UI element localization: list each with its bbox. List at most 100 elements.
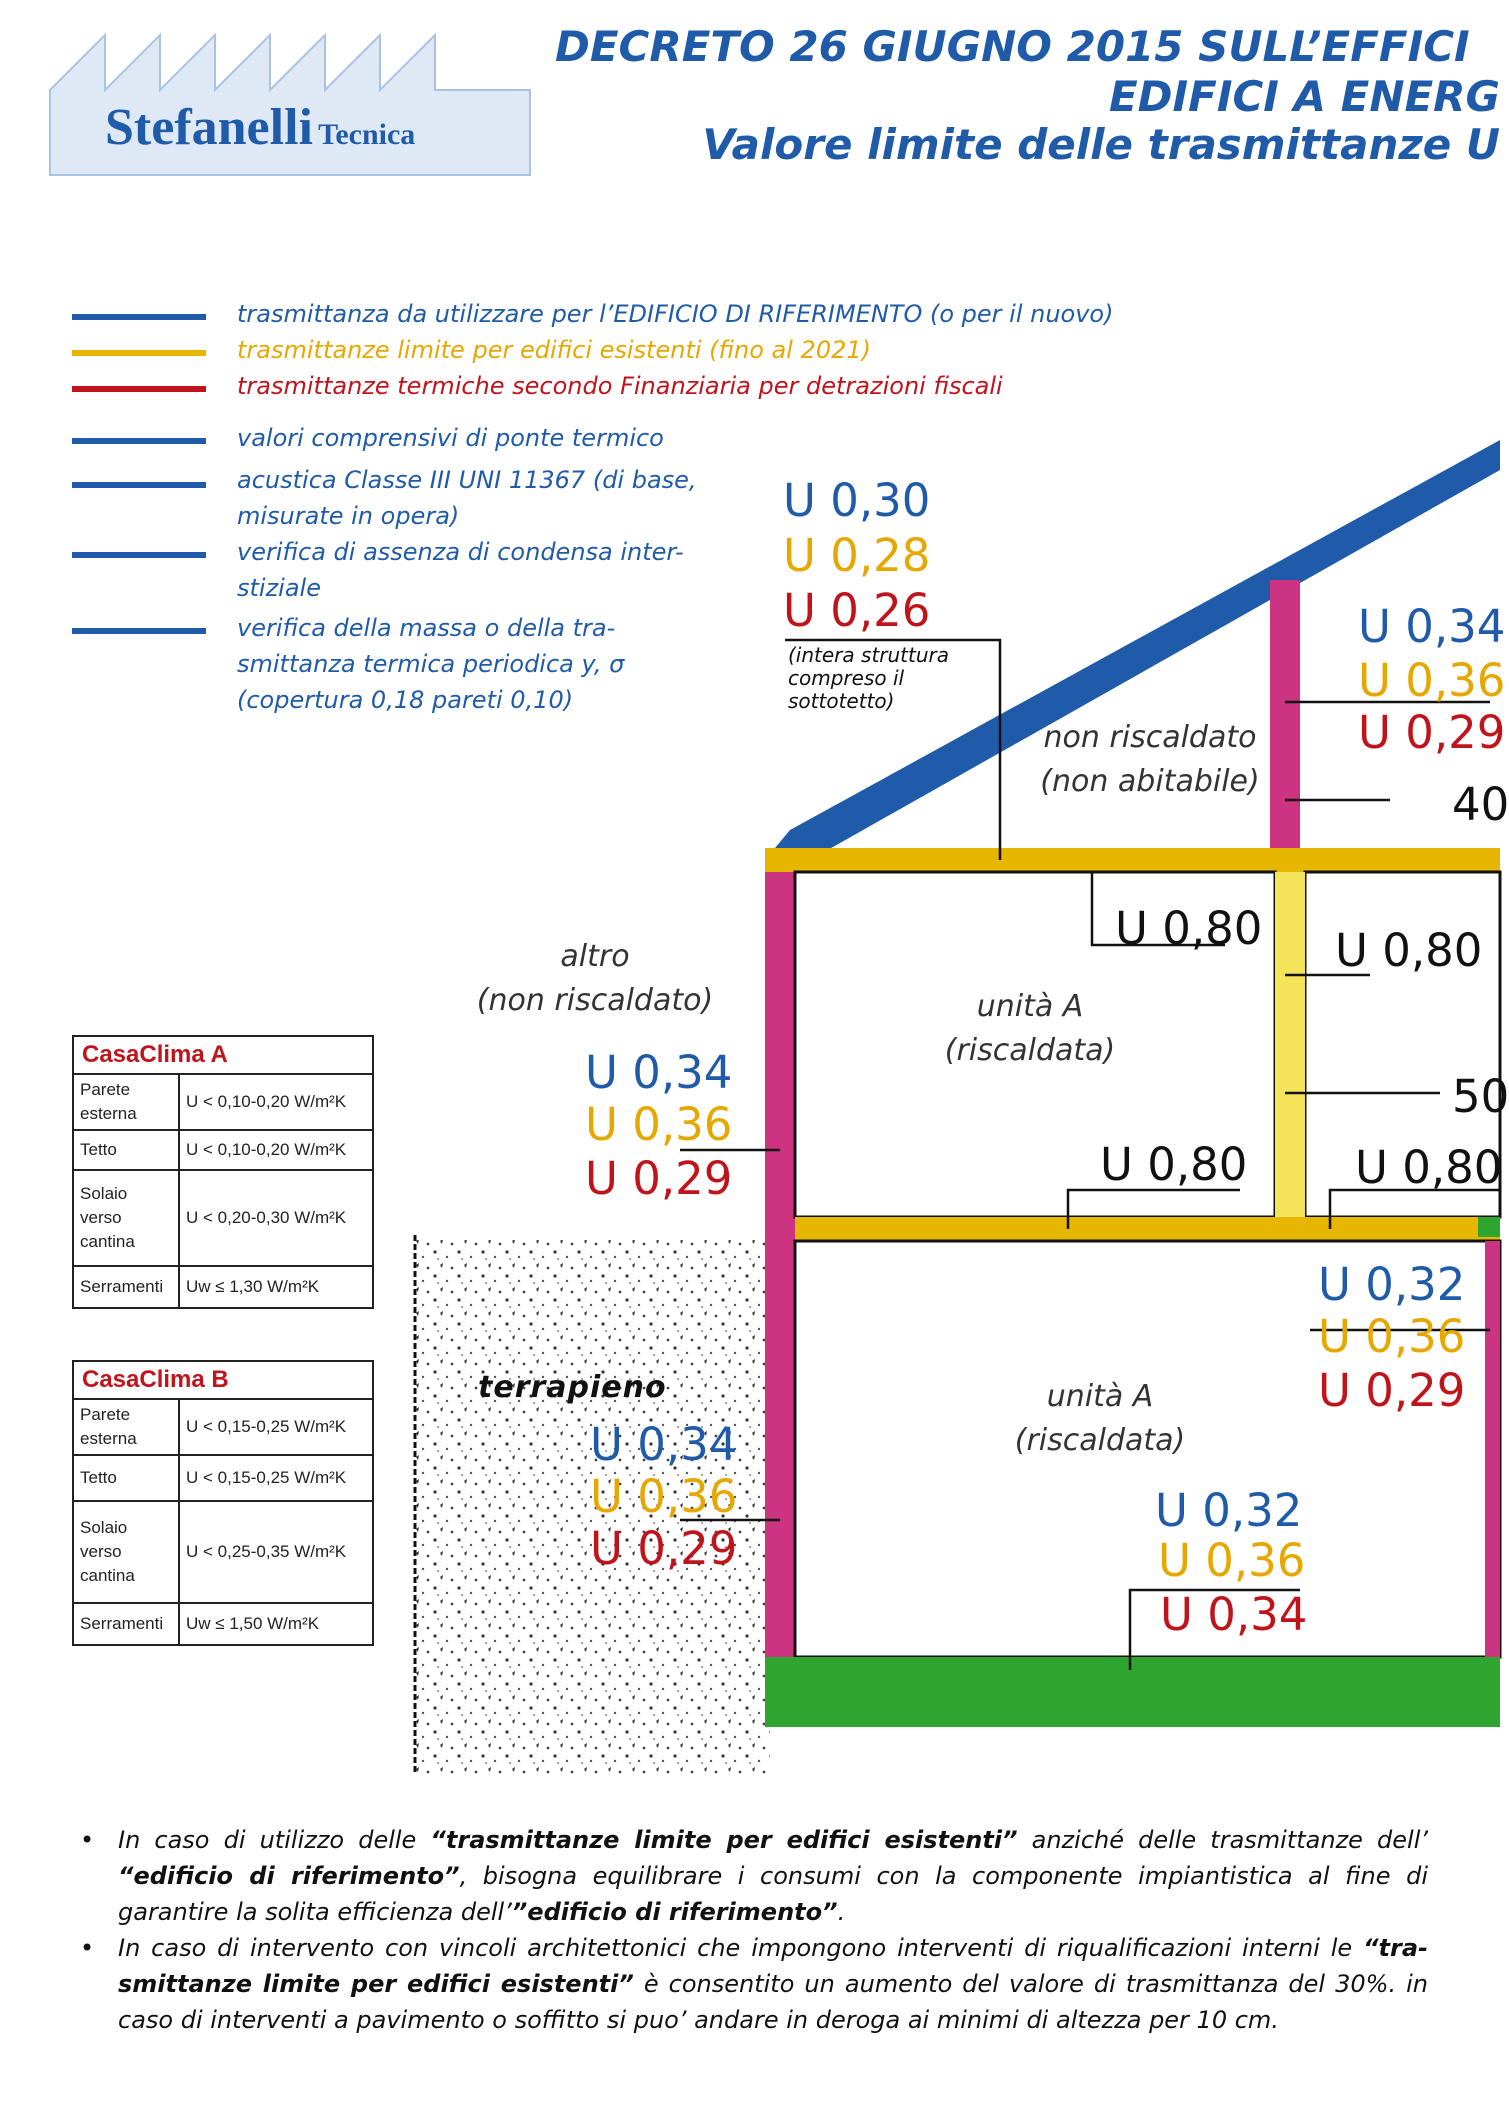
legend-text: acustica Classe III UNI 11367 (di base, … <box>237 466 697 530</box>
legend-swatch-blue <box>72 628 206 634</box>
legend-swatch-yellow <box>72 350 206 356</box>
table-row-label: Tetto <box>72 1129 180 1171</box>
legend-swatch-blue <box>72 438 206 444</box>
internal-partition <box>1275 872 1305 1217</box>
attic-wall-value-red: U 0,29 <box>1358 706 1506 759</box>
table-row-label: Solaio verso cantina <box>72 1500 180 1604</box>
header-line-2: EDIFICI A ENERG <box>1108 72 1500 121</box>
roof-note: (intera struttura compreso il sottotetto… <box>788 643 950 713</box>
terrapieno-soil <box>413 1235 770 1775</box>
header-title: DECRETO 26 GIUGNO 2015 SULL’EFFICI EDIFI… <box>555 22 1500 182</box>
attic-wall-dimension: 40 <box>1452 778 1509 831</box>
left-wall-upper-value-yellow: U 0,36 <box>585 1098 733 1151</box>
roof-value-blue: U 0,30 <box>783 474 931 527</box>
room-label-line: altro <box>560 939 630 974</box>
logo-name: Stefanelli <box>105 99 313 156</box>
right-wall-lower-value-blue: U 0,32 <box>1318 1258 1466 1311</box>
table-row-label: Serramenti <box>72 1602 180 1646</box>
table-row-value: U < 0,10-0,20 W/m²K <box>178 1073 374 1131</box>
table-row-value: U < 0,20-0,30 W/m²K <box>178 1169 374 1267</box>
table-row-label: Serramenti <box>72 1265 180 1309</box>
room-label-attic: non riscaldato (non abitabile) <box>1030 716 1270 804</box>
internal-floor-left-value: U 0,80 <box>1100 1138 1248 1191</box>
table-row-value: Uw ≤ 1,50 W/m²K <box>178 1602 374 1646</box>
table-row-value: U < 0,15-0,25 W/m²K <box>178 1398 374 1456</box>
ground-floor-slab <box>765 1657 1500 1727</box>
internal-partition-dimension: 50 <box>1452 1070 1509 1123</box>
internal-partition-value: U 0,80 <box>1335 924 1483 977</box>
table-row-label: Solaio verso cantina <box>72 1169 180 1267</box>
casaclima-b-title: CasaClima B <box>72 1360 374 1400</box>
table-row-label: Parete esterna <box>72 1073 180 1131</box>
note-text: In caso di intervento con vincoli archit… <box>118 1934 1364 1962</box>
logo: Stefanelli Tecnica <box>45 30 535 180</box>
casaclima-a-title: CasaClima A <box>72 1035 374 1075</box>
room-label-unit-upper: unità A (riscaldata) <box>920 985 1140 1073</box>
table-row-value: U < 0,25-0,35 W/m²K <box>178 1500 374 1604</box>
room-label-line: unità A <box>976 989 1084 1024</box>
ground-floor-value-yellow: U 0,36 <box>1158 1534 1306 1587</box>
ground-floor-value-red: U 0,34 <box>1160 1588 1308 1641</box>
note-item: In caso di intervento con vincoli archit… <box>80 1930 1428 2038</box>
table-row-value: U < 0,10-0,20 W/m²K <box>178 1129 374 1171</box>
ground-floor-value-blue: U 0,32 <box>1155 1484 1303 1537</box>
room-label-line: (riscaldata) <box>944 1033 1116 1068</box>
legend-text: trasmittanze termiche secondo Finanziari… <box>237 372 1003 400</box>
note-text: , bisogna equilibrare i consumi con la c… <box>118 1862 1428 1926</box>
note-text-bold: “edificio di riferimento” <box>118 1862 460 1890</box>
note-text: In caso di utilizzo delle <box>118 1826 431 1854</box>
left-wall-lower-value-yellow: U 0,36 <box>590 1470 738 1523</box>
legend-swatch-blue <box>72 314 206 320</box>
note-text: anziché delle trasmittanze dell’ <box>1017 1826 1429 1854</box>
note-text-bold: “trasmittanze limite per edifici esisten… <box>430 1826 1018 1854</box>
header-line-1: DECRETO 26 GIUGNO 2015 SULL’EFFICI <box>555 22 1470 71</box>
room-label-line: non riscaldato <box>1043 720 1257 755</box>
attic-floor-slab <box>765 848 1500 872</box>
internal-floor-right-value: U 0,80 <box>1355 1141 1503 1194</box>
legend-text: trasmittanze limite per edifici esistent… <box>237 336 871 364</box>
table-row-value: Uw ≤ 1,30 W/m²K <box>178 1265 374 1309</box>
room-label-line: unità A <box>1046 1379 1154 1414</box>
legend-swatch-red <box>72 386 206 392</box>
table-row-label: Tetto <box>72 1454 180 1502</box>
roof-slab <box>765 440 1500 860</box>
legend-text: verifica di assenza di condensa inter-st… <box>237 538 684 602</box>
right-wall-lower-value-red: U 0,29 <box>1318 1364 1466 1417</box>
room-label-line: (riscaldata) <box>1014 1423 1186 1458</box>
right-exterior-wall-lower <box>1485 1241 1500 1657</box>
left-wall-lower-value-red: U 0,29 <box>590 1522 738 1575</box>
legend-swatch-blue <box>72 552 206 558</box>
note-text: è consentito un aumento del valore di tr… <box>118 1970 1428 2034</box>
room-label-line: (non abitabile) <box>1040 764 1260 799</box>
roof-value-red: U 0,26 <box>783 584 931 637</box>
legend-text: valori comprensivi di ponte termico <box>237 424 664 452</box>
roof-value-yellow: U 0,28 <box>783 529 931 582</box>
logo-factory-graphic <box>49 32 531 176</box>
header-line-3: Valore limite delle trasmittanze U <box>702 120 1500 169</box>
room-label-line: (non riscaldato) <box>476 983 714 1018</box>
table-row-value: U < 0,15-0,25 W/m²K <box>178 1454 374 1502</box>
attic-wall-value-yellow: U 0,36 <box>1358 654 1506 707</box>
legend-text: verifica della massa o della tra-smittan… <box>237 614 625 714</box>
note-text-bold: “tra-smittanze limite per edifici esiste… <box>118 1934 1428 1998</box>
note-item: In caso di utilizzo delle “trasmittanze … <box>80 1822 1428 1930</box>
room-label-other: altro (non riscaldato) <box>460 935 730 1023</box>
left-wall-lower-value-blue: U 0,34 <box>590 1418 738 1471</box>
legend-text: trasmittanza da utilizzare per l’EDIFICI… <box>237 300 1114 328</box>
notes: In caso di utilizzo delle “trasmittanze … <box>80 1822 1428 2038</box>
note-text-bold: ”edificio di riferimento” <box>511 1898 838 1926</box>
left-exterior-wall <box>765 872 795 1657</box>
left-wall-upper-value-blue: U 0,34 <box>585 1046 733 1099</box>
internal-ceiling-value: U 0,80 <box>1115 902 1263 955</box>
room-label-unit-lower: unità A (riscaldata) <box>990 1375 1210 1463</box>
intermediate-floor-slab <box>795 1217 1500 1241</box>
left-wall-upper-value-red: U 0,29 <box>585 1152 733 1205</box>
logo-suffix: Tecnica <box>318 118 416 151</box>
note-text: . <box>837 1898 846 1926</box>
attic-wall <box>1270 580 1300 848</box>
table-row-label: Parete esterna <box>72 1398 180 1456</box>
attic-wall-value-blue: U 0,34 <box>1358 600 1506 653</box>
